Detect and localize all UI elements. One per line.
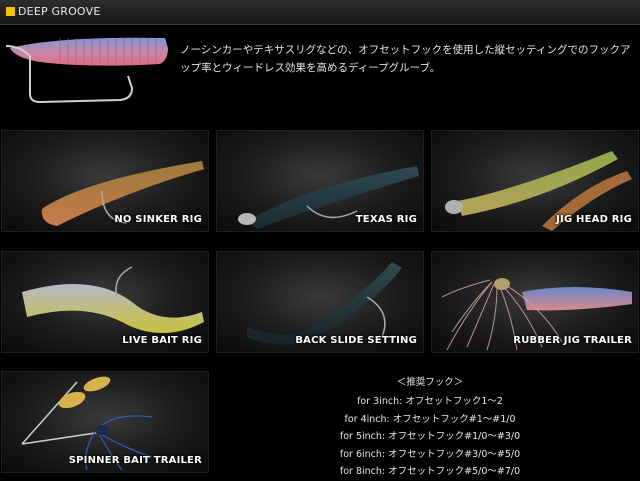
rig-label: JIG HEAD RIG bbox=[556, 214, 632, 225]
rig-label: TEXAS RIG bbox=[355, 214, 417, 225]
worm-live-bait-rig-icon bbox=[22, 266, 204, 333]
rig-tile-texas: TEXAS RIG bbox=[216, 130, 424, 232]
recommended-row: for 6inch: オフセットフック#3/0～#5/0 bbox=[339, 448, 521, 460]
recommended-title: ＜推奨フック＞ bbox=[396, 377, 464, 388]
worm-rubber-jig-icon bbox=[441, 278, 632, 351]
rig-label: RUBBER JIG TRAILER bbox=[513, 335, 632, 346]
section-title: DEEP GROOVE bbox=[18, 5, 101, 18]
recommended-row: for 4inch: オフセットフック#1～#1/0 bbox=[344, 413, 516, 425]
rig-label: SPINNER BAIT TRAILER bbox=[68, 455, 202, 466]
section-header: DEEP GROOVE bbox=[0, 0, 640, 25]
rig-tile-no-sinker: NO SINKER RIG bbox=[1, 130, 209, 232]
rig-tile-rubber-jig: RUBBER JIG TRAILER bbox=[431, 251, 639, 353]
rig-tile-jig-head: JIG HEAD RIG bbox=[431, 130, 639, 232]
recommended-row: for 5inch: オフセットフック#1/0～#3/0 bbox=[339, 431, 521, 442]
intro-text: ノーシンカーやテキサスリグなどの、オフセットフックを使用した縦セッティングでのフ… bbox=[180, 44, 631, 74]
rig-tile-live-bait: LIVE BAIT RIG bbox=[1, 251, 209, 353]
rig-label: NO SINKER RIG bbox=[114, 214, 202, 225]
rig-tile-back-slide: BACK SLIDE SETTING bbox=[216, 251, 424, 353]
rig-label: BACK SLIDE SETTING bbox=[295, 335, 417, 346]
worm-texas-rig-icon bbox=[238, 166, 419, 229]
worm-back-slide-icon bbox=[247, 262, 402, 345]
header-marker-icon bbox=[6, 7, 15, 16]
worm-jig-head-rig-icon bbox=[445, 151, 632, 231]
recommended-row: for 8inch: オフセットフック#5/0～#7/0 bbox=[339, 466, 521, 477]
rig-label: LIVE BAIT RIG bbox=[122, 335, 202, 346]
recommended-hooks: ＜推奨フック＞ for 3inch: オフセットフック1～2 for 4inch… bbox=[300, 375, 560, 481]
worm-no-sinker-rig-icon bbox=[41, 161, 204, 226]
worm-hero-image bbox=[5, 37, 168, 104]
recommended-row: for 3inch: オフセットフック1～2 bbox=[357, 396, 503, 407]
rig-tile-spinner-bait: SPINNER BAIT TRAILER bbox=[1, 371, 209, 473]
worm-spinner-bait-icon bbox=[21, 376, 153, 471]
